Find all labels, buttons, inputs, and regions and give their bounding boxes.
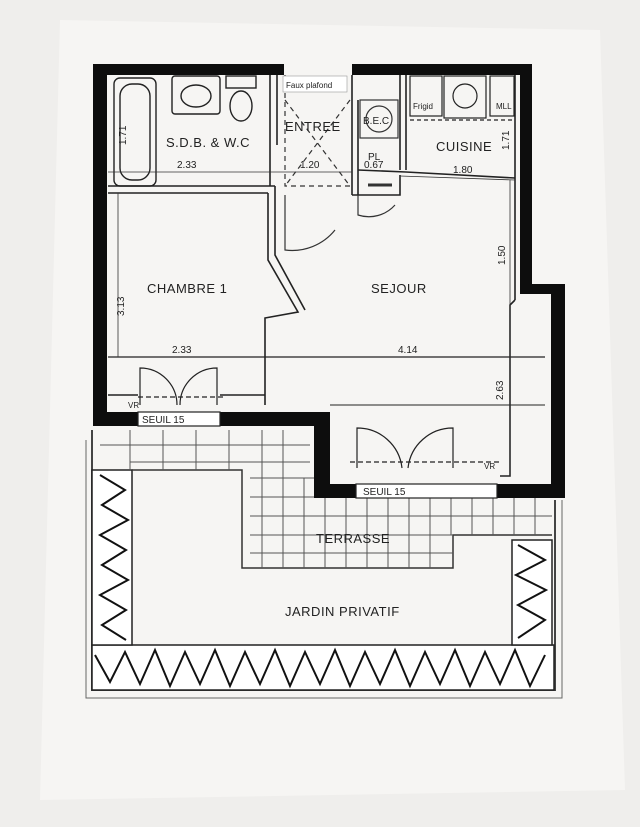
sink: [443, 75, 487, 119]
window-right-b[interactable]: [407, 427, 454, 469]
vr-left-label: VR: [128, 401, 139, 410]
fridge: [409, 75, 443, 117]
window-right-a[interactable]: [356, 427, 403, 469]
room-label-chambre: CHAMBRE 1: [147, 281, 227, 296]
room-label-pl: PL: [368, 152, 381, 163]
dim-cuisine-width: 1.80: [453, 165, 473, 176]
terrace-tiles: [100, 430, 552, 568]
room-label-jardin: JARDIN PRIVATIF: [285, 604, 400, 619]
kitchen-fixtures: [409, 75, 515, 121]
faux-plafond-box: [282, 75, 348, 93]
dim-pl-width: 0.67: [364, 160, 384, 171]
room-label-cuisine: CUISINE: [436, 139, 492, 154]
washbasin: [171, 75, 221, 115]
dim-sdb-height: 1.71: [118, 125, 129, 145]
windows: [137, 367, 500, 499]
room-label-bec: B.E.C: [363, 116, 389, 127]
room-label-entree: ENTREE: [285, 119, 341, 134]
toilet: [225, 75, 257, 89]
hedge-bottom: [91, 644, 555, 691]
washing-machine: [489, 75, 515, 117]
dim-sejour-width: 4.14: [398, 345, 418, 356]
dim-sejour-depth: 1.50: [497, 245, 508, 265]
vr-right-label: VR: [484, 462, 495, 471]
room-label-terrasse: TERRASSE: [316, 531, 390, 546]
window-left-b[interactable]: [179, 367, 218, 406]
terrace-outline: [132, 469, 552, 569]
faux-plafond-note: Faux plafond: [286, 81, 332, 90]
bathroom-fixtures: [113, 75, 257, 187]
seuil-right-label: SEUIL 15: [363, 487, 406, 498]
dim-sdb-width: 2.33: [177, 160, 197, 171]
room-label-sejour: SEJOUR: [371, 281, 427, 296]
dim-chambre-width: 2.33: [172, 345, 192, 356]
dim-entree-width: 1.20: [300, 160, 320, 171]
dim-chambre-height: 3.13: [116, 296, 127, 316]
interior-walls: [108, 75, 545, 477]
exterior-walls: [93, 64, 565, 498]
paper-sheet: [40, 20, 625, 800]
bathtub: [113, 77, 157, 187]
dim-sejour-lower: 2.63: [495, 380, 506, 400]
frigid-note: Frigid: [413, 102, 433, 111]
window-left-a[interactable]: [139, 367, 178, 406]
room-label-sdb-wc: S.D.B. & W.C: [166, 135, 250, 150]
dimension-lines: [108, 171, 516, 476]
mll-note: MLL: [496, 102, 512, 111]
entry-area: [284, 75, 399, 252]
seuil-left-label: SEUIL 15: [142, 415, 185, 426]
dim-cuisine-height: 1.71: [501, 130, 512, 150]
entry-door[interactable]: [284, 195, 336, 252]
bec-cabinet: [359, 99, 399, 139]
garden-area: [85, 430, 563, 699]
